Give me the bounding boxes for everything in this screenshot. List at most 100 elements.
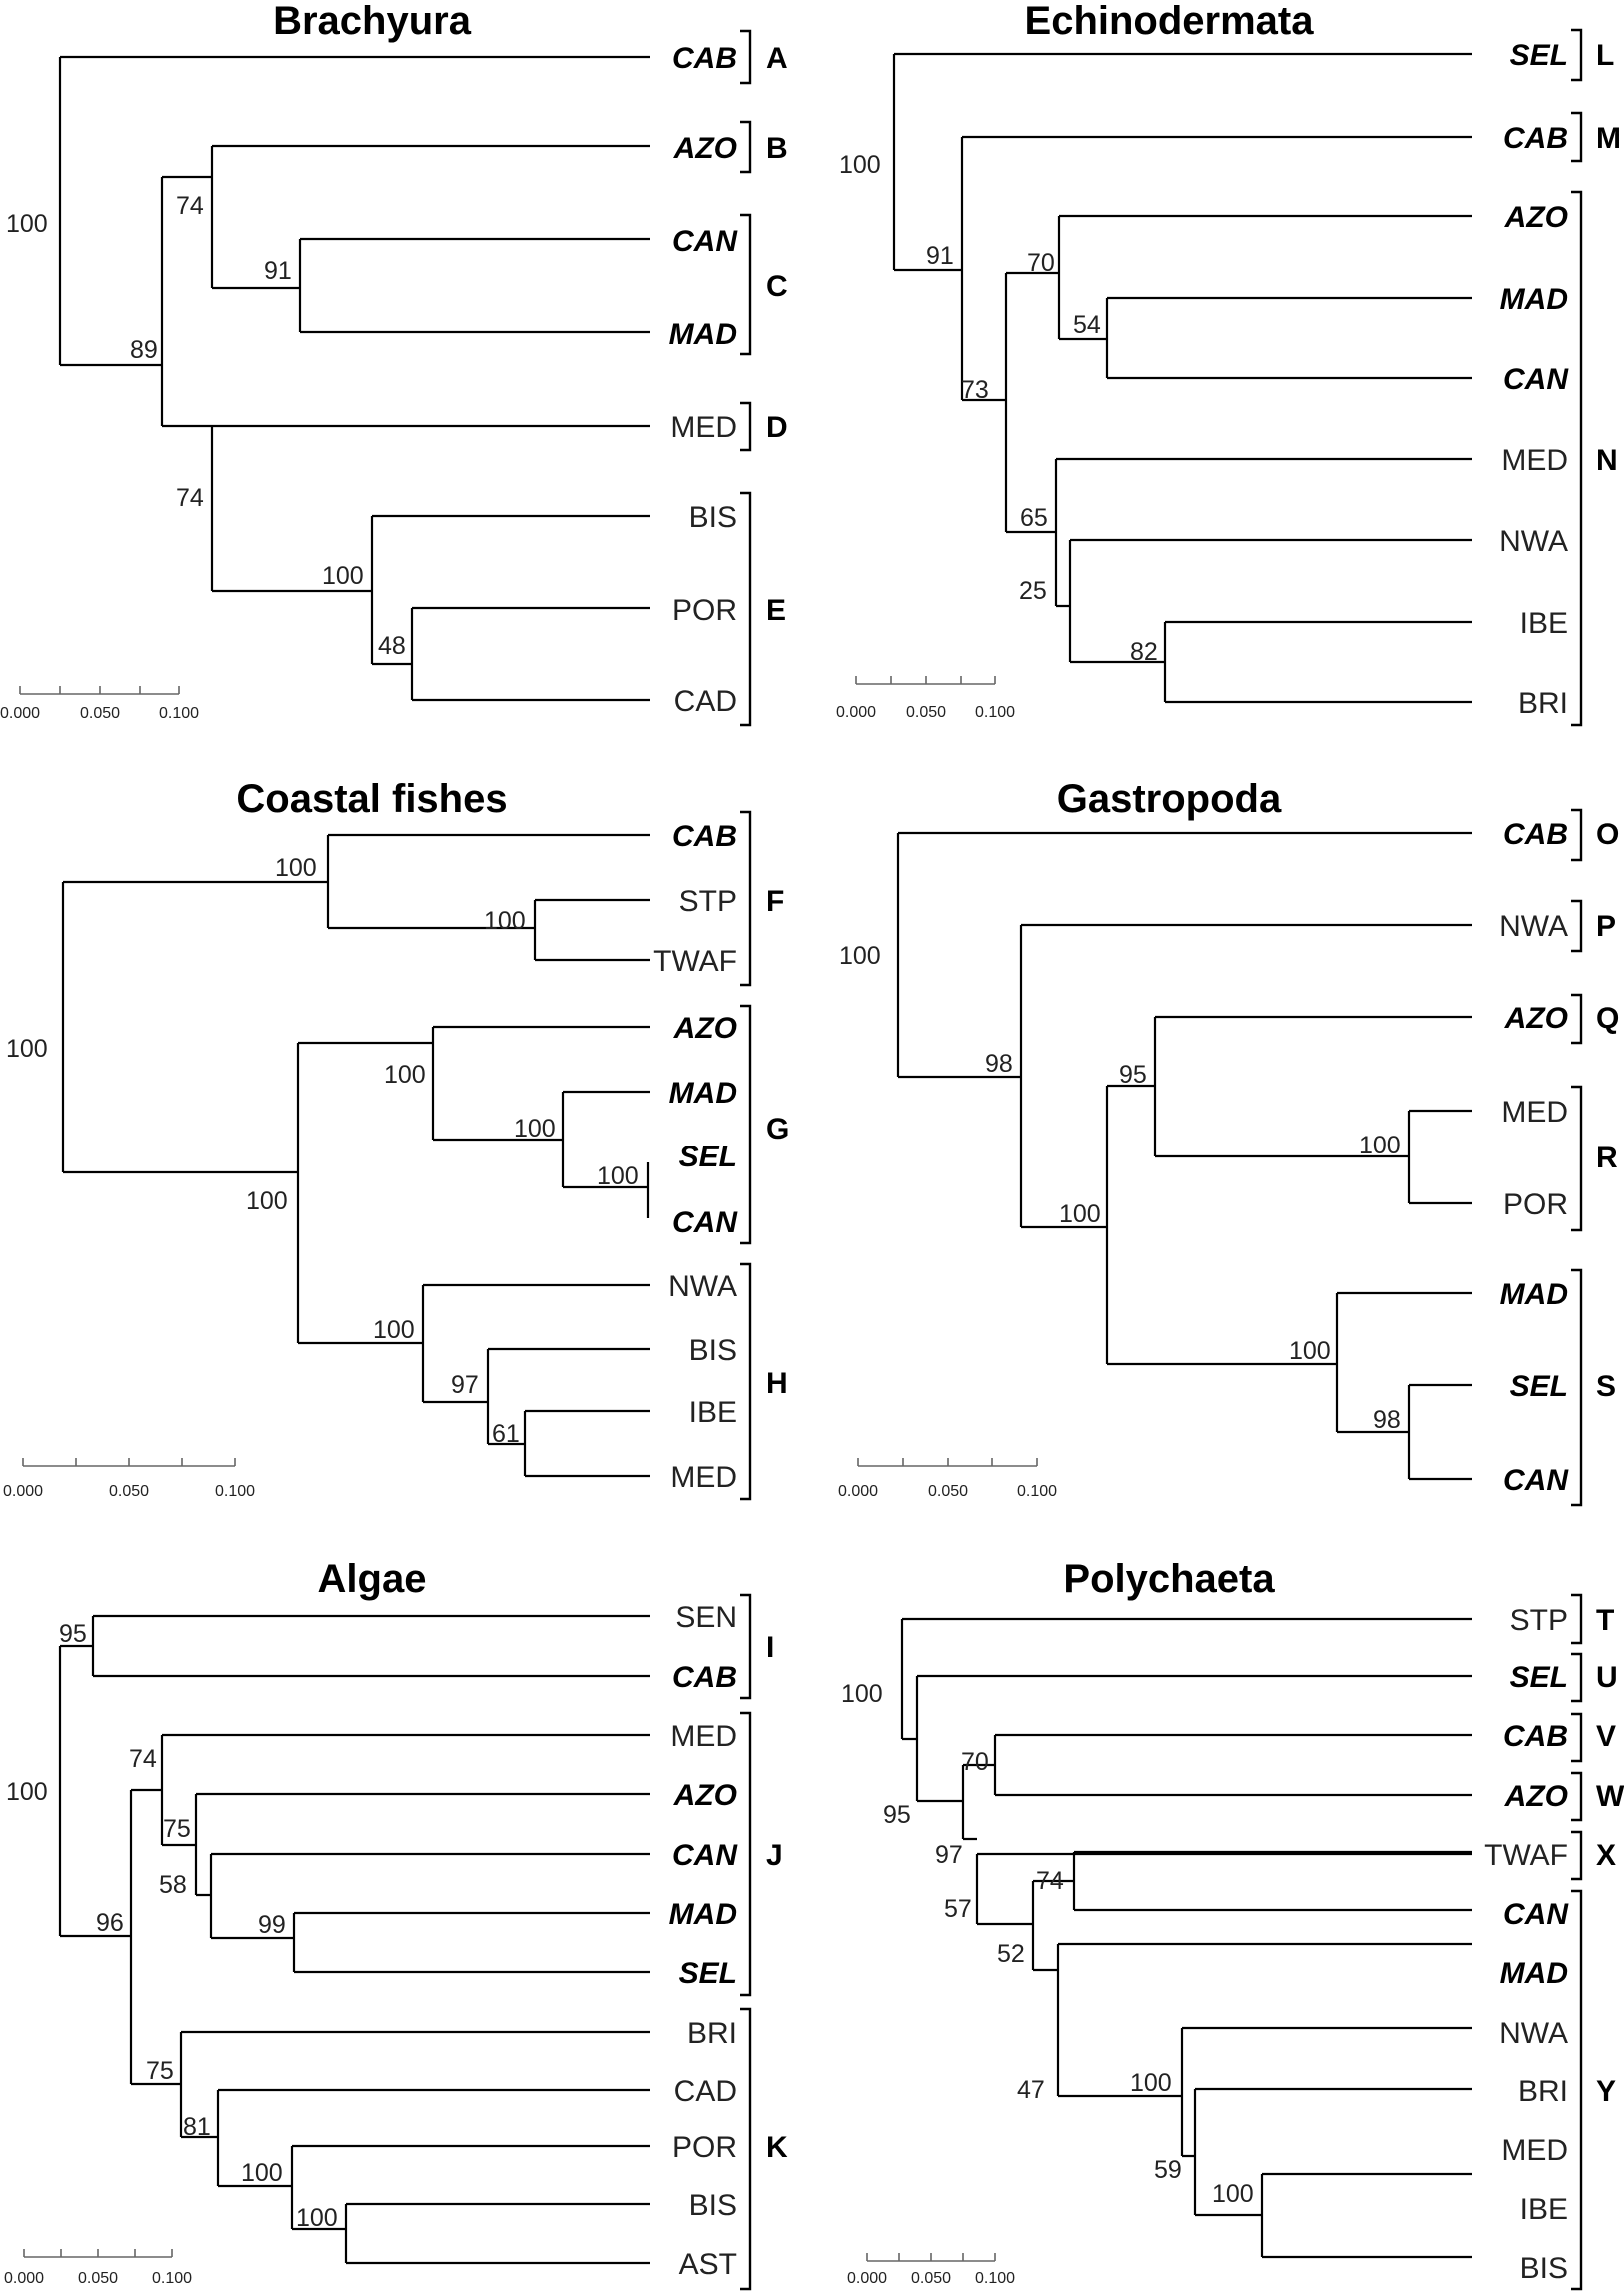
group-label: R [1596,1142,1618,1174]
branch [344,2202,650,2265]
leaf-label: CAN [672,1206,738,1239]
support-value: 61 [492,1420,520,1448]
support-value: 57 [944,1895,972,1923]
group-label: G [766,1113,789,1146]
tree-branches [900,1617,1472,2259]
support-value: 97 [451,1371,479,1399]
bracket [1571,190,1583,727]
group-label: L [1596,39,1614,72]
leaf-label: SEL [679,1957,737,1990]
branch [209,1852,650,1940]
panel-title: Polychaeta [1063,1557,1275,1601]
branch [1031,1879,1074,1972]
group-label: A [766,42,788,75]
group-label: I [766,1631,774,1664]
branch [290,2144,650,2231]
scale-line [855,676,996,685]
support-value: 47 [1017,2076,1045,2104]
leaf-label: AZO [673,1012,737,1045]
bracket [1571,1085,1583,1232]
branch [896,831,1472,1079]
branch [160,1733,650,1847]
branch [61,880,328,1174]
scale-tick-label: 0.050 [928,1483,968,1500]
bracket [740,2007,752,2291]
leaf-label: CAN [672,225,738,258]
support-value: 75 [163,1815,191,1843]
leaf-label: CAD [674,685,737,718]
group-brackets [740,810,752,1501]
scale-tick-label: 0.000 [838,1483,878,1500]
branch [1105,296,1472,380]
scale-tick-label: 0.000 [0,705,40,722]
leaf-label: IBE [1520,2193,1568,2226]
leaf-label: BIS [689,501,737,534]
support-value: 98 [1373,1406,1401,1434]
branch [421,1283,650,1404]
support-value: 100 [322,562,364,590]
leaf-label: BIS [1520,2252,1568,2285]
scale-tick-label: 0.100 [159,705,199,722]
panel-echinodermata: Echinodermata 100 91 73 70 54 65 25 82 S… [836,0,1621,727]
tree-branches [896,831,1472,1481]
support-value: 58 [159,1871,187,1899]
scale-bar: 0.000 0.050 0.100 [4,2249,192,2287]
leaf-label: MED [670,1720,737,1753]
bracket [740,810,752,987]
branch [1056,1942,1472,2098]
leaf-label: MED [1501,444,1568,477]
support-value: 100 [1289,1337,1331,1365]
branch [216,2088,650,2188]
support-value: 99 [258,1911,286,1939]
scale-tick-label: 0.050 [109,1483,149,1500]
branch [91,1614,650,1678]
leaf-label: BRI [1518,687,1568,720]
leaf-label: CAB [1503,818,1568,851]
bracket [740,491,752,727]
bracket [740,213,752,356]
branch [58,1644,131,1938]
support-value: 100 [6,1035,48,1063]
leaf-label: MED [670,411,737,444]
leaf-label: MAD [1500,283,1568,316]
group-label: E [766,594,786,627]
bracket [1571,1593,1583,1645]
scale-bar: 0.000 0.050 0.100 [836,676,1015,721]
leaf-label: CAN [1503,363,1569,396]
panel-title: Echinodermata [1025,0,1315,43]
support-value: 96 [96,1909,124,1937]
group-brackets [1571,1593,1583,2291]
panel-title: Gastropoda [1057,777,1282,821]
leaf-label: CAB [672,42,737,75]
panel-gastropoda: Gastropoda 100 98 100 95 100 100 98 CAB … [838,777,1619,1507]
leaf-label: CAN [672,1839,738,1872]
leaf-label: SEL [1510,39,1568,72]
group-label: T [1596,1604,1614,1637]
support-value: 75 [146,2057,174,2085]
leaf-label: AZO [673,1779,737,1812]
leaf-label: MAD [669,1077,737,1110]
branch [892,52,1472,272]
leaf-label: CAB [1503,122,1568,155]
tree-branches [892,52,1472,704]
group-label: D [766,411,788,444]
bracket [740,1262,752,1501]
leaf-label: MAD [669,1898,737,1931]
support-value: 100 [275,854,317,882]
panel-title: Brachyura [273,0,472,43]
panel-brachyura: Brachyura 100 89 74 91 74 100 48 CAB AZO… [0,0,788,727]
leaf-label: MAD [1500,1957,1568,1990]
branch [1057,214,1472,341]
leaf-label: NWA [1499,525,1568,558]
bracket [740,29,752,85]
support-value: 52 [997,1940,1025,1968]
leaf-label: CAN [1503,1464,1569,1497]
support-value: 91 [926,242,954,270]
branch [292,1911,650,1974]
bracket [740,1593,752,1700]
support-value: 100 [373,1316,415,1344]
branch [960,135,1472,402]
group-brackets [740,1593,752,2291]
bracket [1571,1830,1583,1881]
scale-tick-label: 0.000 [836,704,876,721]
